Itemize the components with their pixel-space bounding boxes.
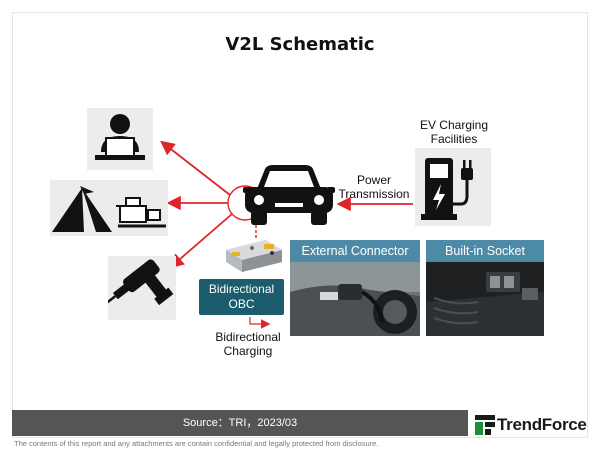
external-connector-header: External Connector [290,240,420,262]
ev-charger-icon [415,148,491,226]
ev-charging-facilities-label: EV Charging Facilities [419,118,489,146]
disclaimer-text: The contents of this report and any atta… [14,439,379,448]
source-text: Source：TRI，2023/03 [182,417,298,429]
brand-name: TrendForce [497,415,587,434]
power-transmission-label: Power Transmission [338,173,410,201]
builtin-socket-photo [426,262,544,336]
power-drill-icon [108,256,176,320]
arrow-to-laptop [160,140,231,196]
car-icon [243,165,335,225]
arrow-bidirectional-charging [249,317,271,329]
arrow-to-drill [169,213,233,269]
trendforce-logo: TrendForce [473,414,591,436]
external-connector-photo [290,262,420,336]
obc-module-icon [226,240,282,272]
laptop-user-icon [87,108,153,170]
source-bar: Source：TRI，2023/03 [12,410,468,436]
trendforce-logo-icon [475,415,495,435]
bidirectional-obc-box: Bidirectional OBC [199,279,284,315]
camping-icon [50,180,168,236]
bidirectional-charging-label: Bidirectional Charging [215,330,281,358]
builtin-socket-header: Built-in Socket [426,240,544,262]
page-title: V2L Schematic [225,34,375,55]
